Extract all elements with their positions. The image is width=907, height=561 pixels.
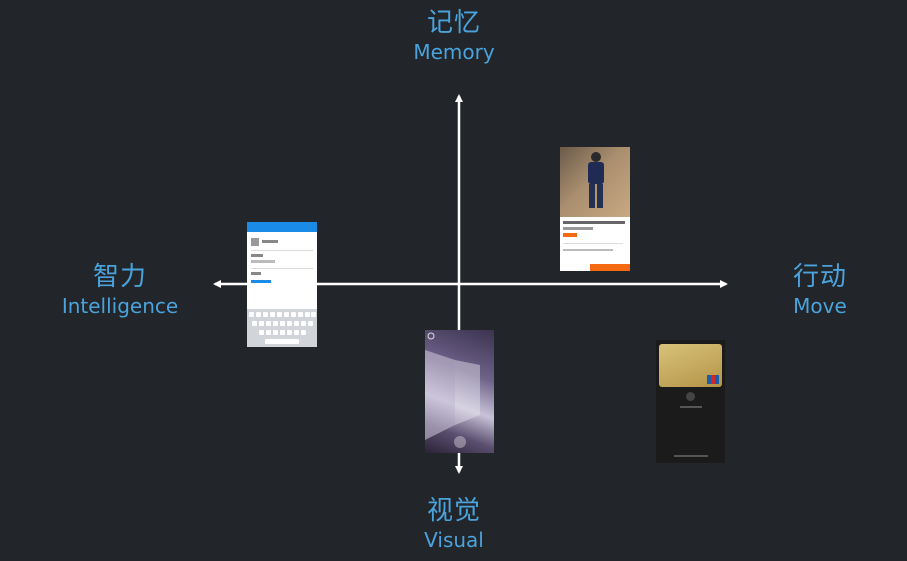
label-move-en: Move xyxy=(793,294,847,318)
wallet-screenshot xyxy=(656,340,725,463)
label-move-zh: 行动 xyxy=(792,262,847,292)
label-move: 行动 Move xyxy=(770,262,870,318)
label-visual-en: Visual xyxy=(424,528,484,552)
camera-screenshot xyxy=(425,330,494,453)
label-intelligence: 智力 Intelligence xyxy=(60,262,180,318)
label-visual-zh: 视觉 xyxy=(426,496,481,526)
label-memory: 记忆 Memory xyxy=(394,8,514,64)
label-memory-zh: 记忆 xyxy=(426,8,481,38)
label-memory-en: Memory xyxy=(413,40,495,64)
product-screenshot xyxy=(560,147,630,271)
settings-screenshot xyxy=(247,222,317,347)
label-intelligence-en: Intelligence xyxy=(61,294,179,318)
label-visual: 视觉 Visual xyxy=(394,496,514,552)
label-intelligence-zh: 智力 xyxy=(92,262,147,292)
